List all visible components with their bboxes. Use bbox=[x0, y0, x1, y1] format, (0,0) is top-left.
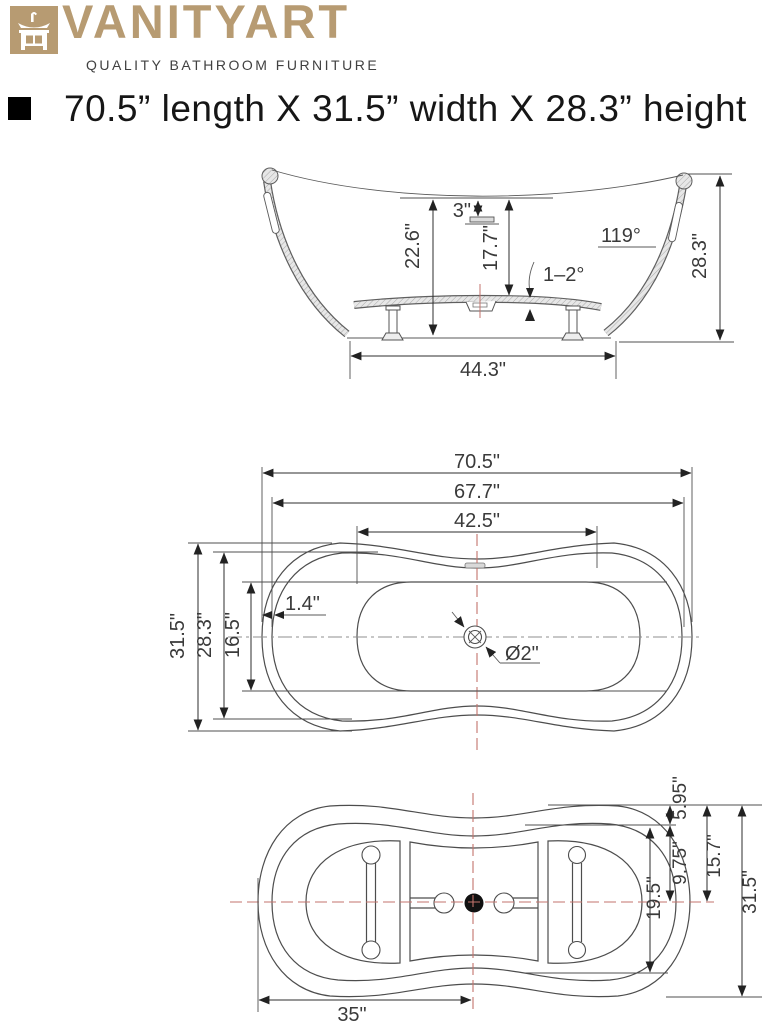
dim-overall-length: 70.5" bbox=[454, 451, 500, 473]
dim-rim-width: 28.3" bbox=[194, 612, 216, 658]
title-bullet-square bbox=[8, 97, 31, 120]
drain bbox=[463, 625, 487, 649]
dim-interior-depth: 17.7" bbox=[480, 225, 502, 271]
bottom-drain-hole bbox=[464, 893, 484, 913]
brand-name: VANITYART bbox=[62, 0, 351, 48]
dim-backrest-angle: 119° bbox=[601, 225, 641, 247]
dim-overall-width-bottom: 31.5" bbox=[740, 870, 761, 914]
left-leveling-bar bbox=[361, 845, 455, 960]
brand-tagline: QUALITY BATHROOM FURNITURE bbox=[86, 57, 380, 73]
dim-rim-depth: 22.6" bbox=[402, 223, 424, 269]
dim-center-inset: 9.75" bbox=[670, 841, 691, 885]
dim-top-inset: 5.95" bbox=[670, 776, 691, 820]
left-leg bbox=[381, 305, 404, 341]
dim-base-width: 19.5" bbox=[644, 876, 665, 920]
right-rim-slot bbox=[668, 202, 683, 243]
dim-half-width: 15.7" bbox=[704, 834, 725, 878]
dim-overall-width: 31.5" bbox=[167, 613, 189, 659]
dim-basin-length: 42.5" bbox=[454, 510, 500, 532]
dim-overflow-offset: 3" bbox=[453, 200, 471, 222]
dim-drain-diameter: Ø2" bbox=[505, 643, 539, 665]
page-title: 70.5” length X 31.5” width X 28.3” heigh… bbox=[64, 88, 747, 129]
dim-edge-width: 1.4" bbox=[285, 593, 320, 615]
technical-drawing: 3" 22.6" 17.7" 119° 1–2° 28.3" 44.3" bbox=[167, 167, 762, 1024]
center-plate bbox=[409, 841, 539, 962]
dim-overall-height: 28.3" bbox=[689, 233, 711, 279]
overflow-fitting bbox=[469, 216, 495, 223]
dim-floor-slope: 1–2° bbox=[543, 264, 584, 286]
bottom-view-drawing: 5.95" 9.75" 19.5" 15.7" 31.5" 35" bbox=[230, 776, 762, 1024]
dim-center-length: 35" bbox=[337, 1004, 366, 1024]
top-view-drawing: Ø2" 70.5" 67.7" 42.5" 31.5" 28.3" bbox=[167, 451, 700, 753]
side-view-drawing: 3" 22.6" 17.7" 119° 1–2° 28.3" 44.3" bbox=[261, 167, 734, 381]
dim-basin-width: 16.5" bbox=[222, 612, 244, 658]
vanity-sink-icon bbox=[10, 6, 58, 54]
dim-base-length: 44.3" bbox=[460, 359, 506, 381]
left-rim-slot bbox=[263, 191, 280, 234]
dim-rim-length: 67.7" bbox=[454, 481, 500, 503]
right-leg bbox=[561, 305, 584, 341]
overflow-slot bbox=[464, 562, 486, 569]
